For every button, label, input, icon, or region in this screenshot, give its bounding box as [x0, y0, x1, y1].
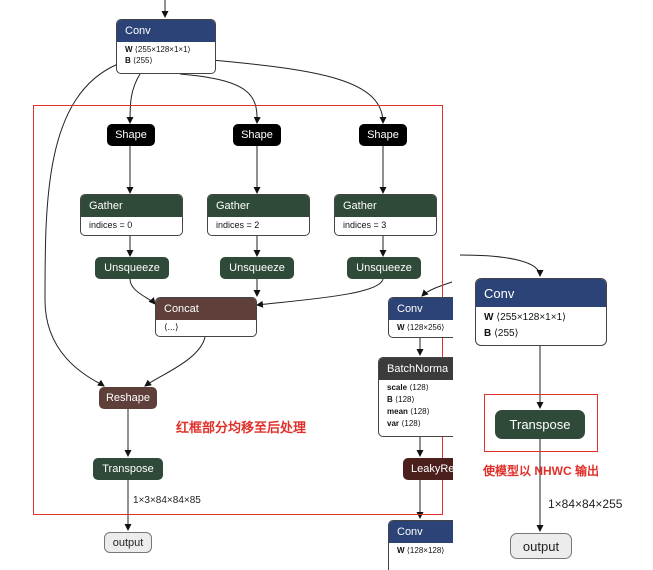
attr-label: B [484, 328, 492, 339]
conv-node-attrs: W ⟨128×256⟩ [389, 320, 453, 335]
reshape-node[interactable]: Reshape [99, 387, 157, 409]
concat-node[interactable]: Concat ⟨...⟩ [155, 297, 257, 337]
transpose-node-left[interactable]: Transpose [93, 458, 163, 480]
shape-node-2[interactable]: Shape [233, 124, 281, 146]
attr-label: B [387, 395, 393, 404]
conv-node-attrs: W ⟨128×128⟩ [389, 543, 453, 558]
leakyrelu-node[interactable]: LeakyRe [403, 458, 453, 480]
conv-node-top[interactable]: Conv W ⟨255×128×1×1⟩ B ⟨255⟩ [116, 19, 216, 74]
edge-conv-shape1 [126, 73, 141, 124]
conv-node-title: Conv [117, 20, 215, 42]
attr-label: W [484, 312, 494, 323]
transpose-node-right[interactable]: Transpose [495, 410, 585, 439]
attr-value: ⟨128⟩ [401, 419, 421, 428]
output-node-left[interactable]: output [104, 532, 152, 553]
gather-node-param: indices = 2 [216, 220, 260, 230]
attr-value: ⟨128⟩ [395, 395, 415, 404]
attr-value: ⟨128×128⟩ [406, 546, 445, 555]
gather-node-param: indices = 3 [343, 220, 387, 230]
conv-node-attrs: W ⟨255×128×1×1⟩ B ⟨255⟩ [117, 42, 215, 68]
attr-value: ⟨255⟩ [494, 328, 519, 339]
conv-node-right[interactable]: Conv W ⟨255×128×1×1⟩ B ⟨255⟩ [475, 278, 607, 346]
gather-node-2[interactable]: Gather indices = 2 [207, 194, 310, 236]
annotation-nhwc: 使模型以 NHWC 输出 [483, 464, 599, 478]
conv-node-middle-bottom[interactable]: Conv W ⟨128×128⟩ [388, 520, 453, 570]
edge-mid-in-conv [421, 281, 453, 297]
conv-node-title: Conv [389, 298, 453, 320]
batchnorm-node[interactable]: BatchNorma scale ⟨128⟩ B ⟨128⟩ mean ⟨128… [378, 357, 453, 437]
output-dim-label-right: 1×84×84×255 [548, 497, 623, 511]
unsqueeze-node-1[interactable]: Unsqueeze [95, 257, 169, 279]
attr-value: ⟨128⟩ [409, 383, 429, 392]
attr-value: ⟨255×128×1×1⟩ [134, 45, 191, 54]
edge-concat-reshape [144, 336, 206, 387]
edge-unsq1-concat [129, 278, 156, 305]
attr-label: W [397, 323, 405, 332]
gather-node-title: Gather [335, 195, 436, 217]
edge-conv-shape3 [211, 59, 387, 124]
output-node-right[interactable]: output [510, 533, 572, 559]
attr-value: ⟨128⟩ [410, 407, 430, 416]
attr-label: scale [387, 383, 408, 392]
unsqueeze-node-3[interactable]: Unsqueeze [347, 257, 421, 279]
gather-node-title: Gather [208, 195, 309, 217]
concat-node-param: ⟨...⟩ [164, 322, 179, 332]
gather-node-param: indices = 0 [89, 220, 133, 230]
concat-node-title: Concat [156, 298, 256, 320]
attr-value: ⟨128×256⟩ [406, 323, 445, 332]
shape-node-3[interactable]: Shape [359, 124, 407, 146]
edge-unsq3-concat [256, 278, 384, 308]
output-dim-label-left: 1×3×84×84×85 [133, 495, 201, 506]
edge-conv-shape2 [179, 73, 261, 124]
red-highlight-box-transpose [484, 394, 598, 452]
unsqueeze-node-2[interactable]: Unsqueeze [220, 257, 294, 279]
attr-value: ⟨255×128×1×1⟩ [496, 312, 567, 323]
edge-conv-reshape [44, 63, 119, 387]
attr-label: var [387, 419, 400, 428]
gather-node-title: Gather [81, 195, 182, 217]
attr-label: W [125, 45, 133, 54]
conv-node-attrs: W ⟨255×128×1×1⟩ B ⟨255⟩ [476, 307, 606, 344]
edge-right-in-conv [459, 254, 544, 277]
conv-node-title: Conv [476, 279, 606, 307]
batchnorm-node-title: BatchNorma [379, 358, 453, 380]
gather-node-1[interactable]: Gather indices = 0 [80, 194, 183, 236]
gather-node-3[interactable]: Gather indices = 3 [334, 194, 437, 236]
conv-node-title: Conv [389, 521, 453, 543]
attr-value: ⟨255⟩ [133, 56, 153, 65]
annotation-red-box: 红框部分均移至后处理 [176, 420, 307, 435]
conv-node-middle[interactable]: Conv W ⟨128×256⟩ [388, 297, 453, 338]
batchnorm-node-attrs: scale ⟨128⟩ B ⟨128⟩ mean ⟨128⟩ var ⟨128⟩ [379, 380, 453, 432]
attr-label: W [397, 546, 405, 555]
attr-label: mean [387, 407, 408, 416]
shape-node-1[interactable]: Shape [107, 124, 155, 146]
attr-label: B [125, 56, 131, 65]
